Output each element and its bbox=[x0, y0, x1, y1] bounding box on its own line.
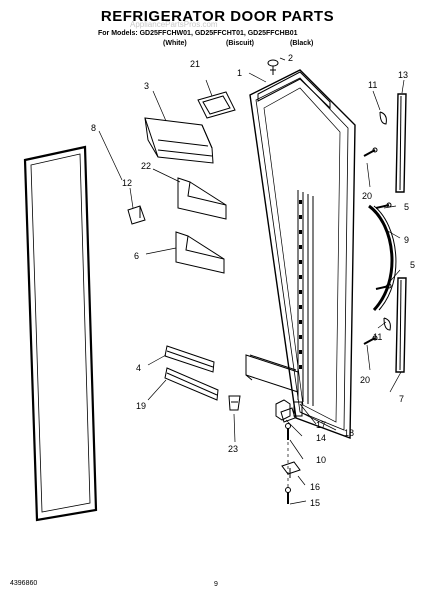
door-handle bbox=[368, 204, 397, 312]
callout-17: 17 bbox=[316, 420, 326, 430]
callout-4: 4 bbox=[136, 363, 141, 373]
color-white: (White) bbox=[163, 40, 187, 47]
door-shelf-upper bbox=[177, 177, 227, 220]
refrigerator-door bbox=[245, 69, 356, 439]
watermark-text: AppliancePartsPros.com bbox=[130, 20, 218, 29]
callout-7: 7 bbox=[399, 394, 404, 404]
callout-9: 9 bbox=[404, 235, 409, 245]
door-gasket bbox=[23, 145, 98, 522]
bottom-screw-10 bbox=[285, 423, 291, 440]
color-black: (Black) bbox=[290, 40, 314, 47]
door-shelf-lower bbox=[175, 231, 225, 274]
callout-14: 14 bbox=[316, 433, 326, 443]
callout-5-upper: 5 bbox=[404, 202, 409, 212]
handle-clip-lower bbox=[383, 317, 391, 331]
callout-8: 8 bbox=[91, 123, 96, 133]
bottom-screw-15 bbox=[285, 487, 291, 504]
page-number: 9 bbox=[214, 581, 218, 588]
callout-19: 19 bbox=[136, 401, 146, 411]
top-screw bbox=[267, 59, 279, 75]
callout-15: 15 bbox=[310, 498, 320, 508]
callout-21: 21 bbox=[190, 59, 200, 69]
document-number: 4396860 bbox=[10, 580, 38, 587]
handle-clip-upper bbox=[379, 111, 387, 125]
callout-12: 12 bbox=[122, 178, 132, 188]
shelf-bracket bbox=[127, 205, 146, 225]
hinge-cam-16 bbox=[281, 461, 301, 478]
callout-16: 16 bbox=[310, 482, 320, 492]
callout-11-lower: 11 bbox=[373, 332, 382, 342]
shelf-retainer-lower bbox=[164, 367, 219, 401]
screw-5-lower bbox=[375, 283, 392, 290]
screw-20-upper bbox=[363, 147, 378, 157]
dairy-door-lid bbox=[197, 91, 236, 119]
callout-23: 23 bbox=[228, 444, 238, 454]
model-list: For Models: GD25FFCHW01, GD25FFCHT01, GD… bbox=[98, 30, 298, 37]
color-biscuit: (Biscuit) bbox=[226, 40, 254, 47]
callout-10: 10 bbox=[316, 455, 326, 465]
hinge-pin-17 bbox=[275, 399, 291, 421]
dairy-compartment bbox=[144, 117, 214, 164]
callout-1: 1 bbox=[237, 68, 242, 78]
callout-20-upper: 20 bbox=[362, 191, 372, 201]
hinge-spacer-18 bbox=[293, 401, 303, 417]
retainer-clip bbox=[228, 395, 241, 411]
handle-trim-upper bbox=[395, 93, 407, 193]
callout-22: 22 bbox=[141, 161, 151, 171]
shelf-rail-slots bbox=[299, 200, 302, 369]
callout-11-upper: 11 bbox=[368, 80, 377, 90]
callout-18: 18 bbox=[344, 428, 354, 438]
callout-5-lower: 5 bbox=[410, 260, 415, 270]
hinge-bushing-14 bbox=[280, 407, 296, 423]
callout-20-lower: 20 bbox=[360, 375, 370, 385]
callout-2: 2 bbox=[288, 53, 293, 63]
handle-trim-lower bbox=[395, 277, 407, 373]
callout-6: 6 bbox=[134, 251, 139, 261]
screw-20-lower bbox=[363, 335, 378, 345]
callout-3: 3 bbox=[144, 81, 149, 91]
page-title: REFRIGERATOR DOOR PARTS bbox=[100, 8, 335, 25]
callout-13: 13 bbox=[398, 70, 408, 80]
shelf-retainer-upper bbox=[164, 345, 215, 373]
